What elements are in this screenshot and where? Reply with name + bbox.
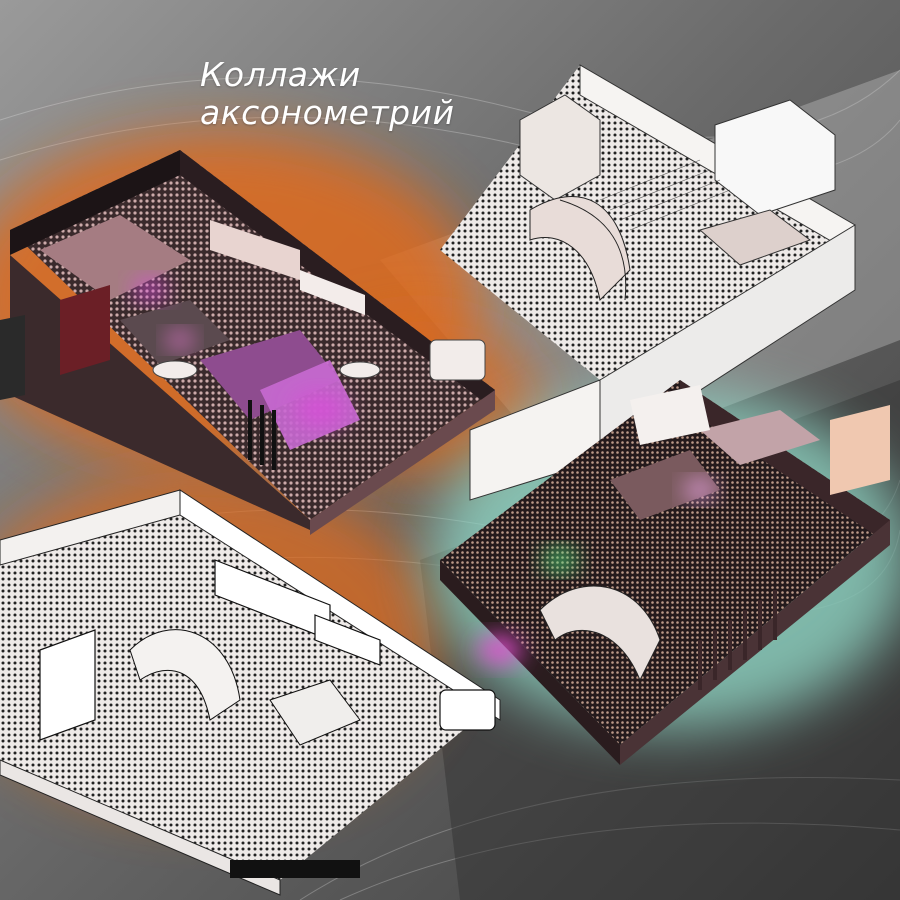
title-line-2: аксонометрий [200, 93, 455, 132]
title-line-1: Коллажи [200, 55, 361, 94]
axonometry-top-left [0, 150, 495, 535]
axonometry-bottom-left [0, 489, 501, 896]
page-title: Коллажи аксонометрий [200, 56, 455, 132]
axonometry-bottom-right [440, 380, 890, 765]
